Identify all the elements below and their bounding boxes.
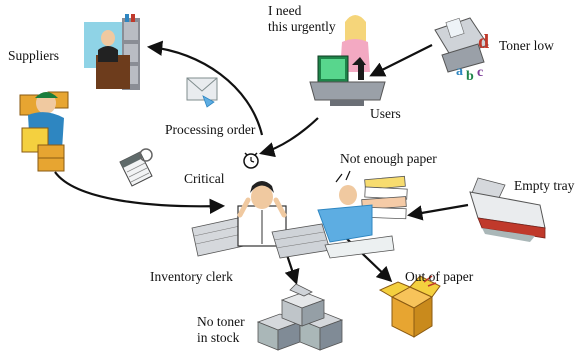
- diagram-labels: Suppliers I need this urgently Users Ton…: [8, 3, 575, 345]
- printer-letter-c: c: [477, 65, 483, 80]
- arrow-emptytray-to-paper: [406, 203, 469, 221]
- label-empty-tray: Empty tray: [514, 178, 575, 193]
- label-processing-order: Processing order: [165, 122, 256, 137]
- arrow-users-to-suppliers: [146, 40, 264, 136]
- arrow-suppliers-to-clerk: [54, 171, 226, 215]
- person-buried-in-paper-icon: [317, 170, 408, 259]
- label-not-enough-paper: Not enough paper: [340, 151, 437, 166]
- printer-letter-b: b: [466, 69, 474, 84]
- email-envelope-icon: [186, 77, 218, 108]
- open-box-icon: [378, 275, 441, 338]
- label-critical: Critical: [184, 171, 225, 186]
- arrow-printer-to-users: [369, 44, 433, 77]
- inventory-clerk-icon: [191, 181, 331, 259]
- label-no-toner-line2: in stock: [197, 330, 240, 345]
- label-users: Users: [370, 106, 401, 121]
- label-no-toner-line1: No toner: [197, 314, 245, 329]
- printer-letter-a: a: [456, 64, 463, 79]
- printer-letter-d: d: [478, 31, 489, 53]
- woman-at-computer-icon: [309, 15, 386, 106]
- arrow-users-to-clerk: [259, 117, 319, 158]
- empty-tray-printer-icon: [469, 177, 546, 242]
- calendar-icon: [119, 148, 153, 187]
- label-toner-low: Toner low: [499, 38, 554, 53]
- label-suppliers: Suppliers: [8, 48, 59, 63]
- delivery-worker-icon: [19, 91, 69, 172]
- printer-toner-icon: d a b c: [434, 17, 489, 84]
- label-out-of-paper: Out of paper: [405, 269, 474, 284]
- stacked-boxes-icon: [256, 283, 344, 351]
- alarm-clock-icon: [243, 152, 259, 169]
- label-users-quote-line1: I need: [268, 3, 302, 18]
- office-desk-icon: [84, 14, 140, 90]
- label-inventory-clerk: Inventory clerk: [150, 269, 233, 284]
- label-users-quote-line2: this urgently: [268, 19, 336, 34]
